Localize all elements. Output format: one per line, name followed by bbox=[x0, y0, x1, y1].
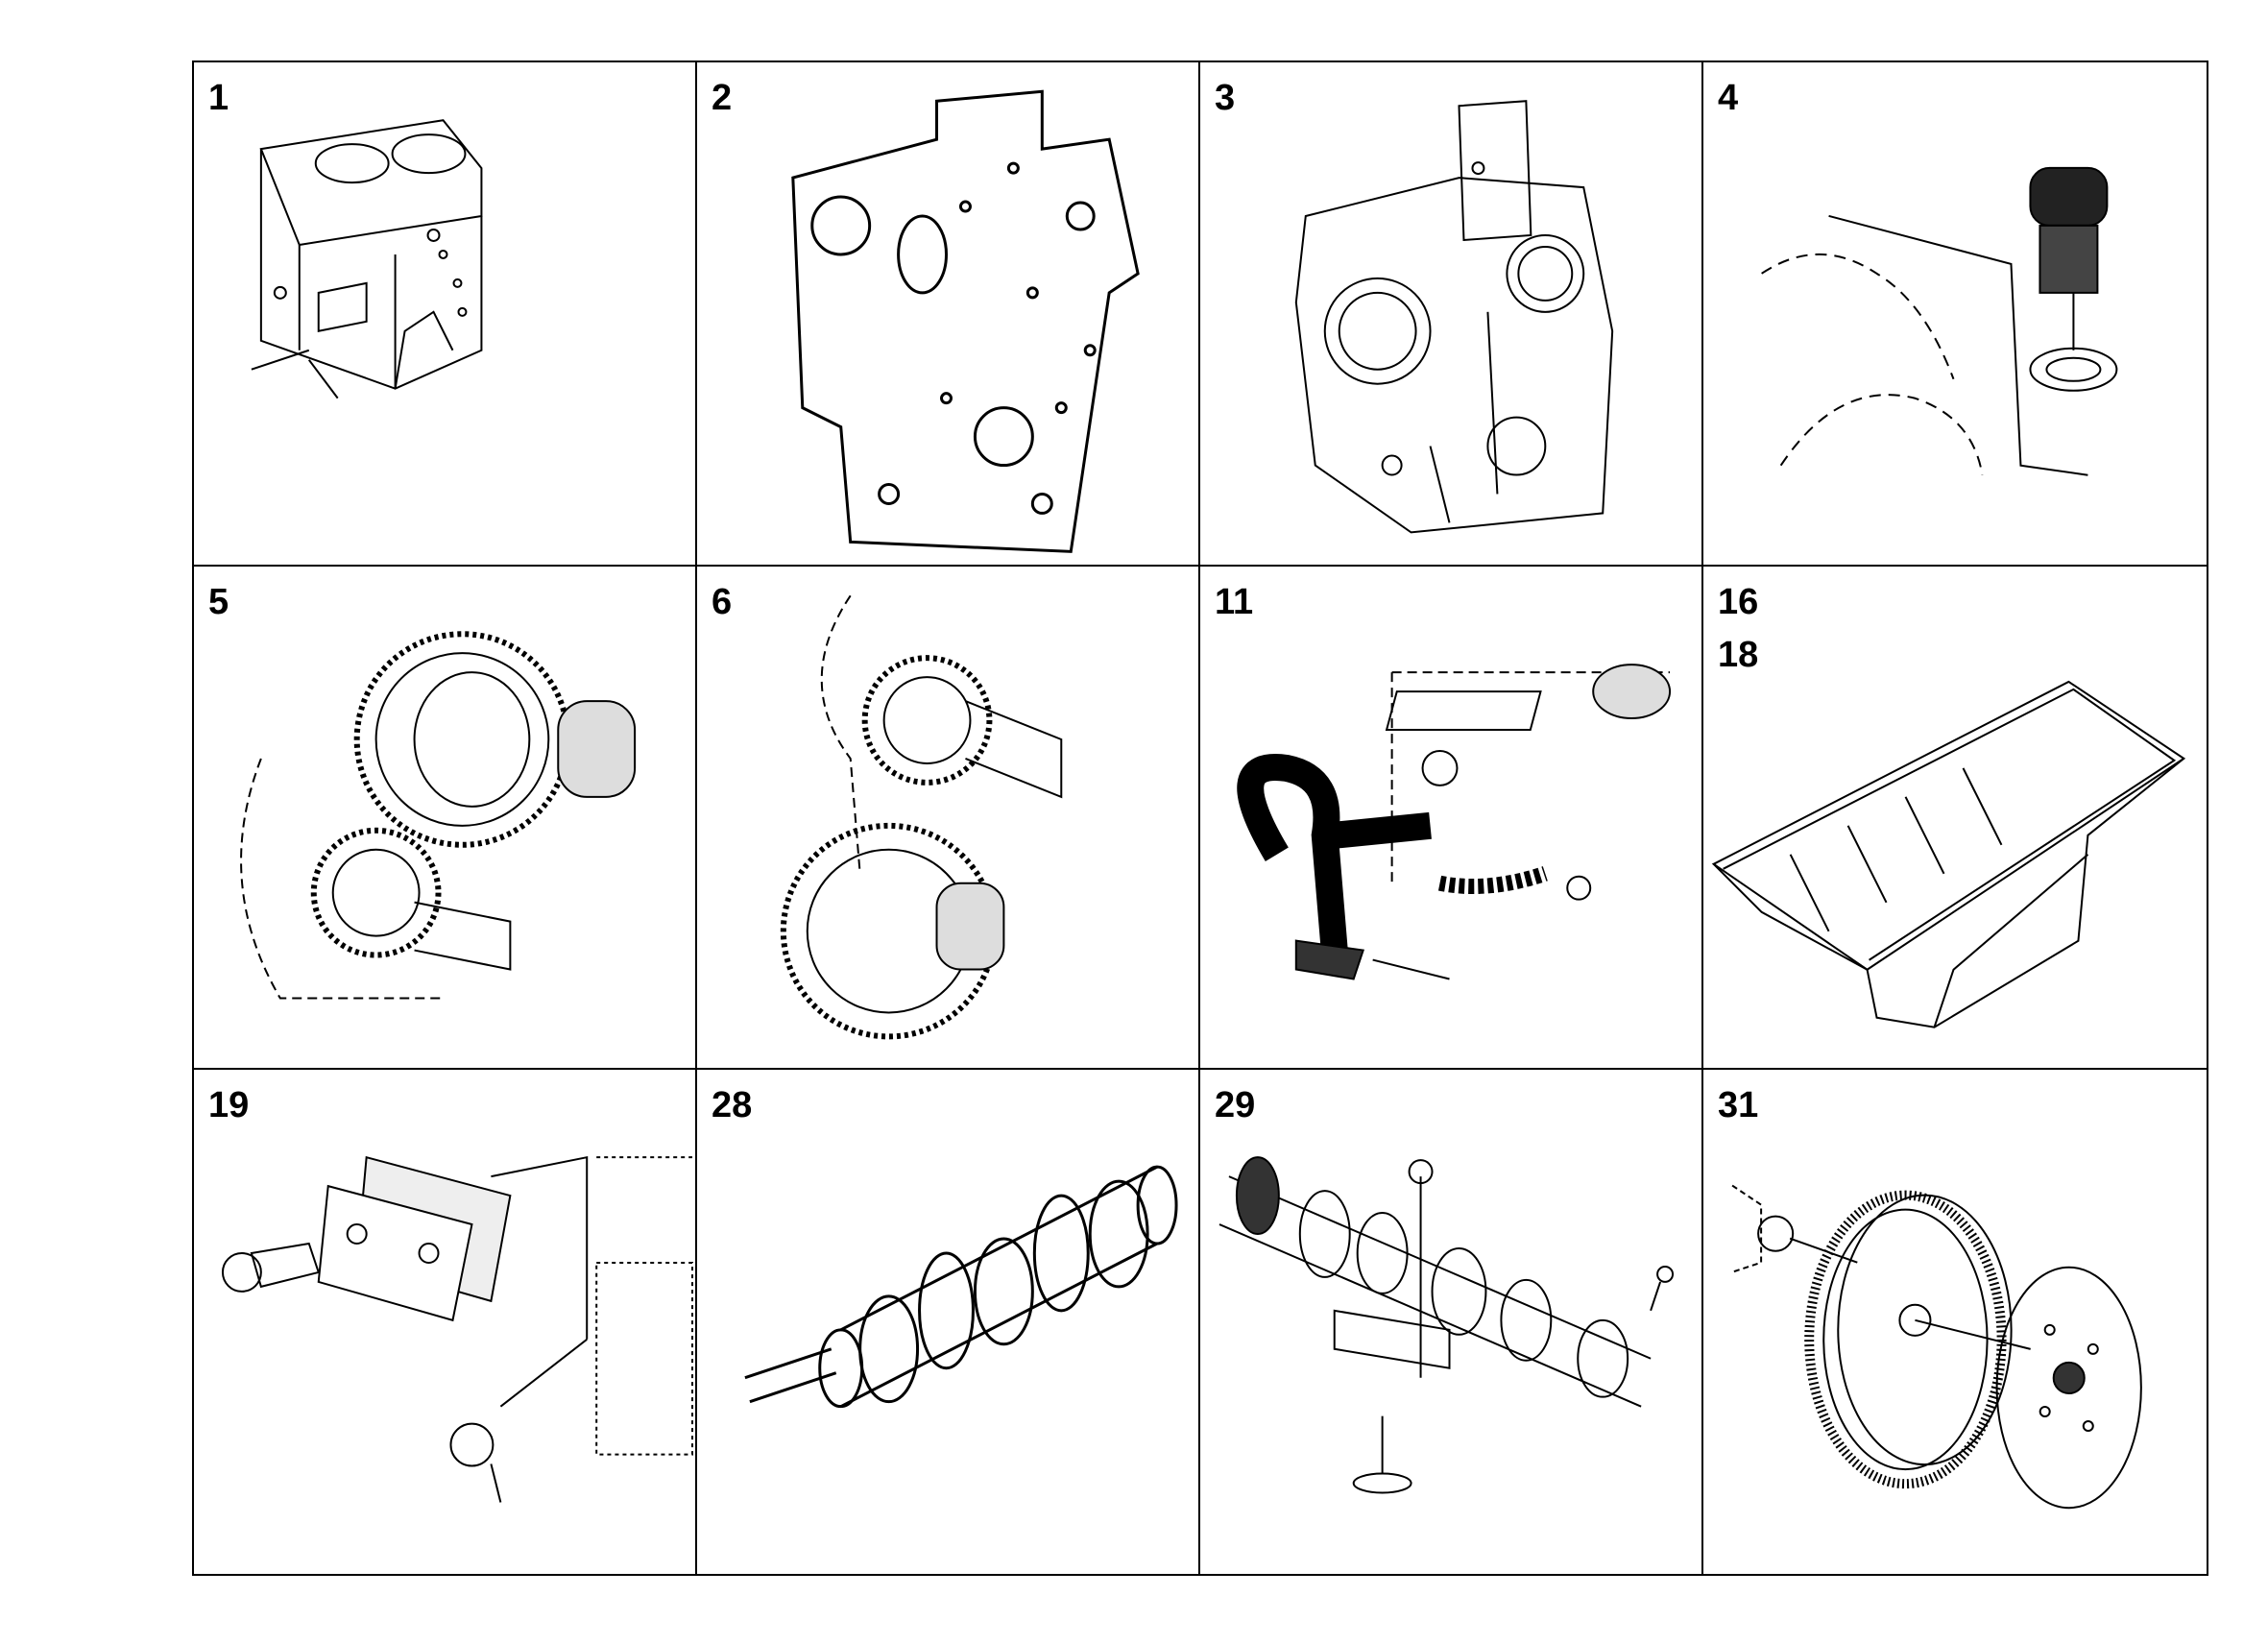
part-number-label: 4 bbox=[1718, 72, 1738, 125]
part-number-label: 16 18 bbox=[1718, 576, 1758, 682]
part-number: 11 bbox=[1215, 581, 1254, 622]
part-cell-28: 28 bbox=[697, 1070, 1200, 1574]
engine-block-drawing bbox=[194, 62, 695, 565]
oil-filter-plug-drawing bbox=[1703, 62, 2207, 565]
part-cell-11: 11 bbox=[1200, 566, 1703, 1071]
timing-cover-drawing bbox=[1200, 62, 1701, 565]
part-cell-2: 2 bbox=[697, 62, 1200, 567]
part-number-label: 11 bbox=[1215, 576, 1253, 629]
part-number-label: 6 bbox=[712, 576, 732, 629]
part-number: 5 bbox=[208, 581, 229, 622]
crankshaft-drawing bbox=[697, 1070, 1198, 1574]
part-cell-4: 4 bbox=[1703, 62, 2207, 567]
part-cell-6: 6 bbox=[697, 566, 1200, 1071]
part-number: 19 bbox=[208, 1085, 250, 1126]
part-number-label: 1 bbox=[208, 72, 229, 125]
part-number: 1 bbox=[208, 78, 229, 118]
breather-hose-drawing bbox=[1200, 567, 1701, 1069]
part-number-label: 5 bbox=[208, 576, 229, 629]
gasket-drawing bbox=[697, 62, 1198, 565]
part-number: 4 bbox=[1718, 78, 1739, 118]
part-cell-1: 1 bbox=[194, 62, 697, 567]
part-number-label: 19 bbox=[208, 1079, 249, 1132]
part-cell-31: 31 bbox=[1703, 1070, 2207, 1574]
part-number: 16 bbox=[1718, 581, 1759, 622]
part-number-label: 29 bbox=[1215, 1079, 1255, 1132]
part-number: 2 bbox=[712, 78, 733, 118]
part-cell-29: 29 bbox=[1200, 1070, 1703, 1574]
camshaft-drawing bbox=[1200, 1070, 1701, 1574]
part-cell-16-18: 16 18 bbox=[1703, 567, 2207, 1071]
part-number-label: 28 bbox=[712, 1079, 752, 1132]
gear-set-alt-drawing bbox=[697, 567, 1198, 1069]
part-number-label: 3 bbox=[1215, 72, 1235, 125]
part-cell-5: 5 bbox=[194, 566, 697, 1071]
part-number: 28 bbox=[712, 1085, 753, 1126]
part-number: 29 bbox=[1215, 1085, 1256, 1126]
gear-set-drawing bbox=[194, 567, 695, 1069]
part-number: 3 bbox=[1215, 78, 1236, 118]
part-number: 31 bbox=[1718, 1085, 1759, 1126]
oil-pan-drawing bbox=[1703, 567, 2207, 1069]
part-number-secondary: 18 bbox=[1718, 634, 1759, 675]
cover-plate-drawing bbox=[194, 1070, 695, 1574]
part-number-label: 31 bbox=[1718, 1079, 1758, 1132]
part-number-label: 2 bbox=[712, 72, 732, 125]
part-cell-3: 3 bbox=[1200, 62, 1703, 567]
part-cell-19: 19 bbox=[194, 1070, 697, 1574]
pulley-drawing bbox=[1703, 1070, 2207, 1574]
parts-grid: 1 2 3 bbox=[192, 60, 2208, 1576]
part-number: 6 bbox=[712, 581, 733, 622]
